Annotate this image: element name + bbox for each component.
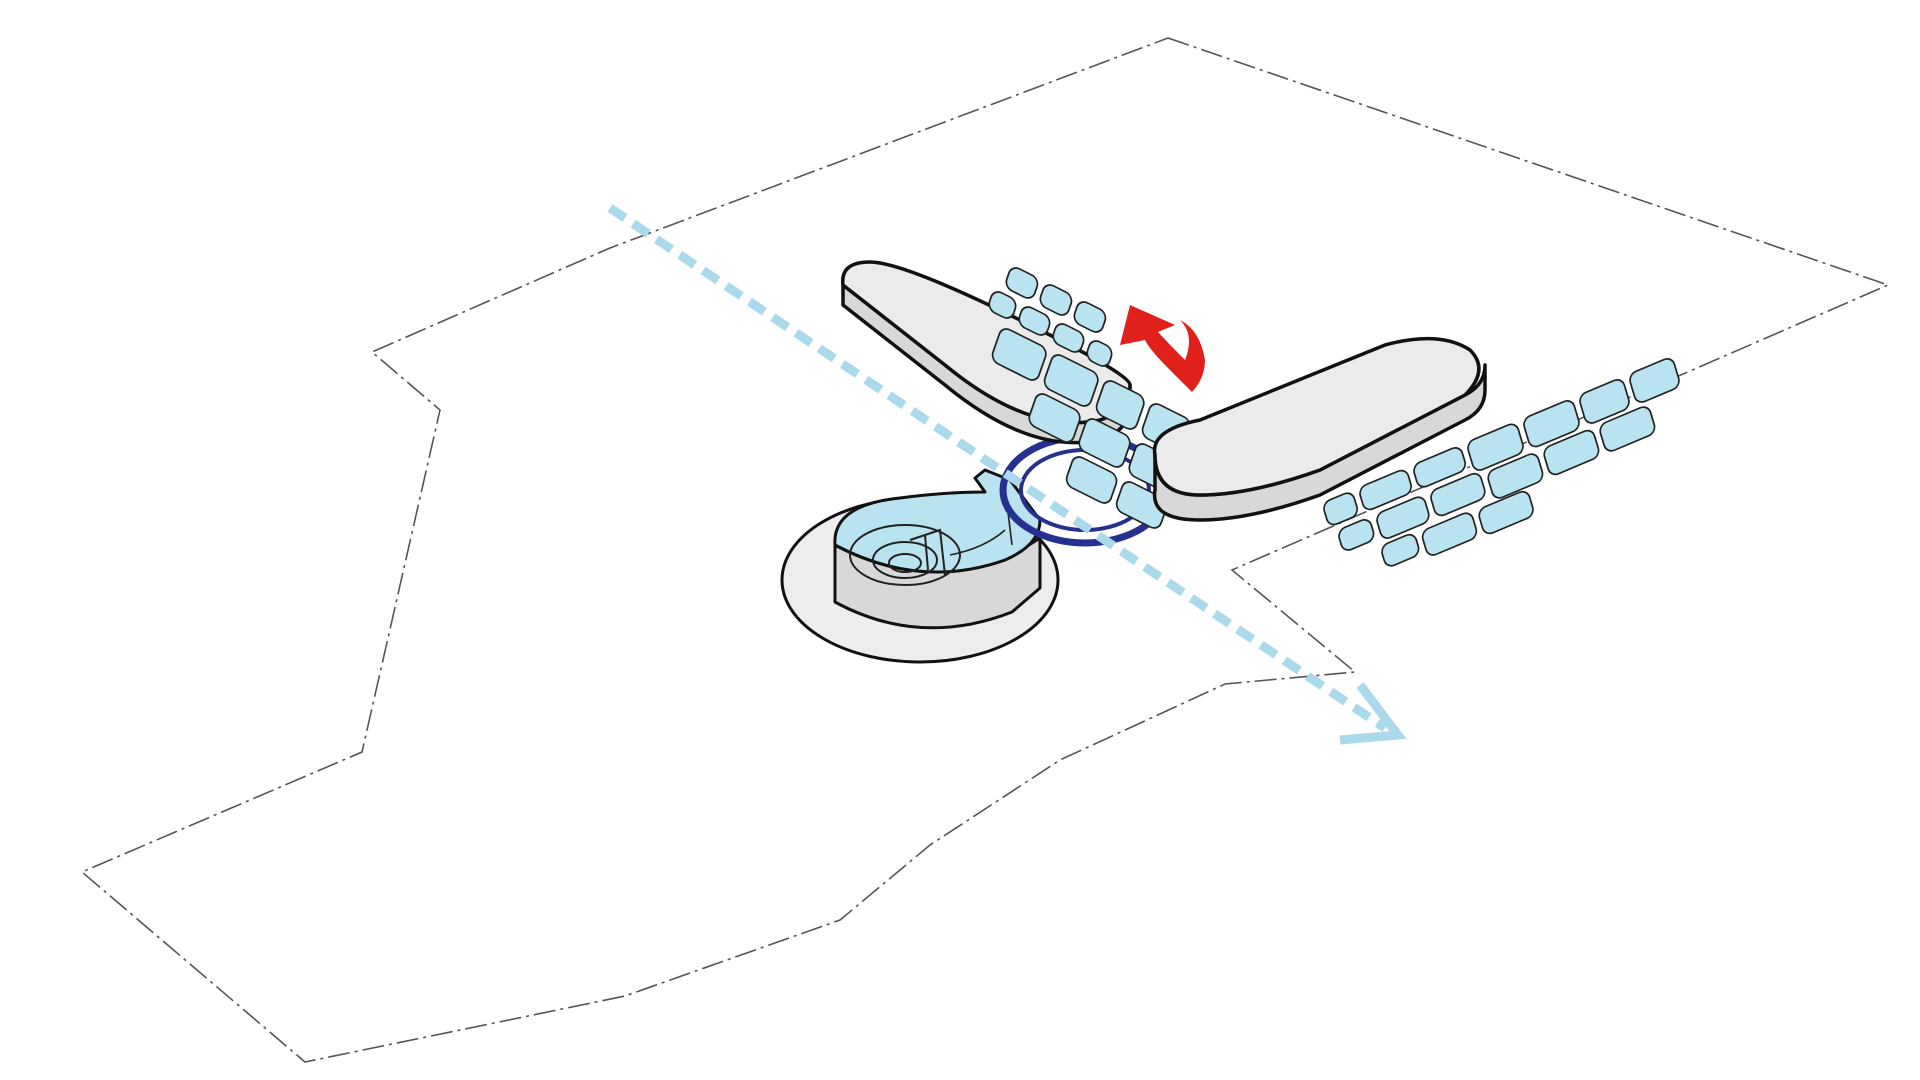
room-block: [1413, 447, 1466, 488]
room-block: [1073, 301, 1107, 333]
room-block: [1376, 496, 1430, 539]
room-block: [1028, 393, 1081, 443]
building-right-wing: [1152, 336, 1680, 567]
room-block: [1543, 429, 1600, 476]
building-round: [833, 468, 1042, 630]
room-block: [991, 328, 1047, 381]
room-block: [1359, 469, 1412, 511]
room-block: [1599, 406, 1656, 452]
room-block: [1579, 379, 1630, 424]
site-boundary: [80, 37, 1891, 1063]
room-block: [1478, 490, 1534, 535]
room-block: [1043, 354, 1099, 407]
roof-detail: [949, 511, 1013, 556]
room-block: [1086, 340, 1113, 367]
room-block: [1338, 519, 1375, 551]
right-wing-rooms: [1323, 358, 1680, 567]
room-block: [1039, 284, 1073, 316]
spiral-stair-icon: [872, 541, 938, 579]
round-building-courtyard: [849, 524, 961, 586]
room-block: [1487, 453, 1544, 499]
room-block: [1430, 472, 1486, 517]
room-block: [1095, 380, 1145, 430]
room-block: [1065, 456, 1118, 504]
stair-detail: [909, 528, 946, 576]
room-block: [1467, 423, 1524, 471]
room-block: [1078, 418, 1131, 468]
room-block: [1629, 358, 1680, 403]
room-block: [1018, 306, 1051, 336]
spiral-stair-core: [888, 553, 922, 573]
room-block: [1421, 512, 1478, 556]
room-block: [1005, 267, 1039, 299]
dashed-diagonal-arrow-icon: [607, 204, 1407, 745]
room-block: [988, 291, 1017, 319]
room-block: [1323, 492, 1358, 526]
curved-rotation-arrow-icon: [1120, 305, 1205, 392]
room-block: [1052, 323, 1085, 353]
room-block: [1523, 400, 1580, 448]
room-block: [1115, 481, 1168, 529]
room-block: [1381, 533, 1420, 567]
